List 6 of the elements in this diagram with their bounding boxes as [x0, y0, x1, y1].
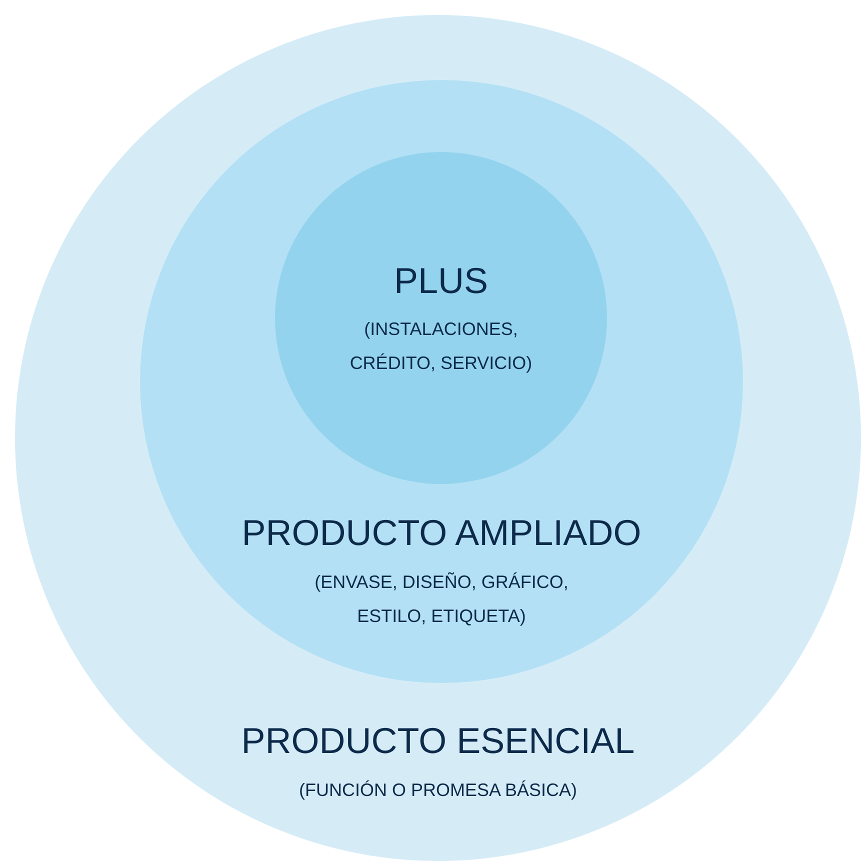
heading-text: PRODUCTO ESENCIAL — [241, 719, 635, 762]
heading-text: PRODUCTO AMPLIADO — [242, 511, 642, 554]
description-text: (FUNCIÓN O PROMESA BÁSICA) — [298, 779, 578, 802]
heading-text: PLUS — [394, 259, 488, 302]
description-text: (ENVASE, DISEÑO, GRÁFICO, ESTILO, ETIQUETA) — [314, 571, 570, 628]
description-text: (INSTALACIONES, CRÉDITO, SERVICIO) — [348, 318, 534, 375]
